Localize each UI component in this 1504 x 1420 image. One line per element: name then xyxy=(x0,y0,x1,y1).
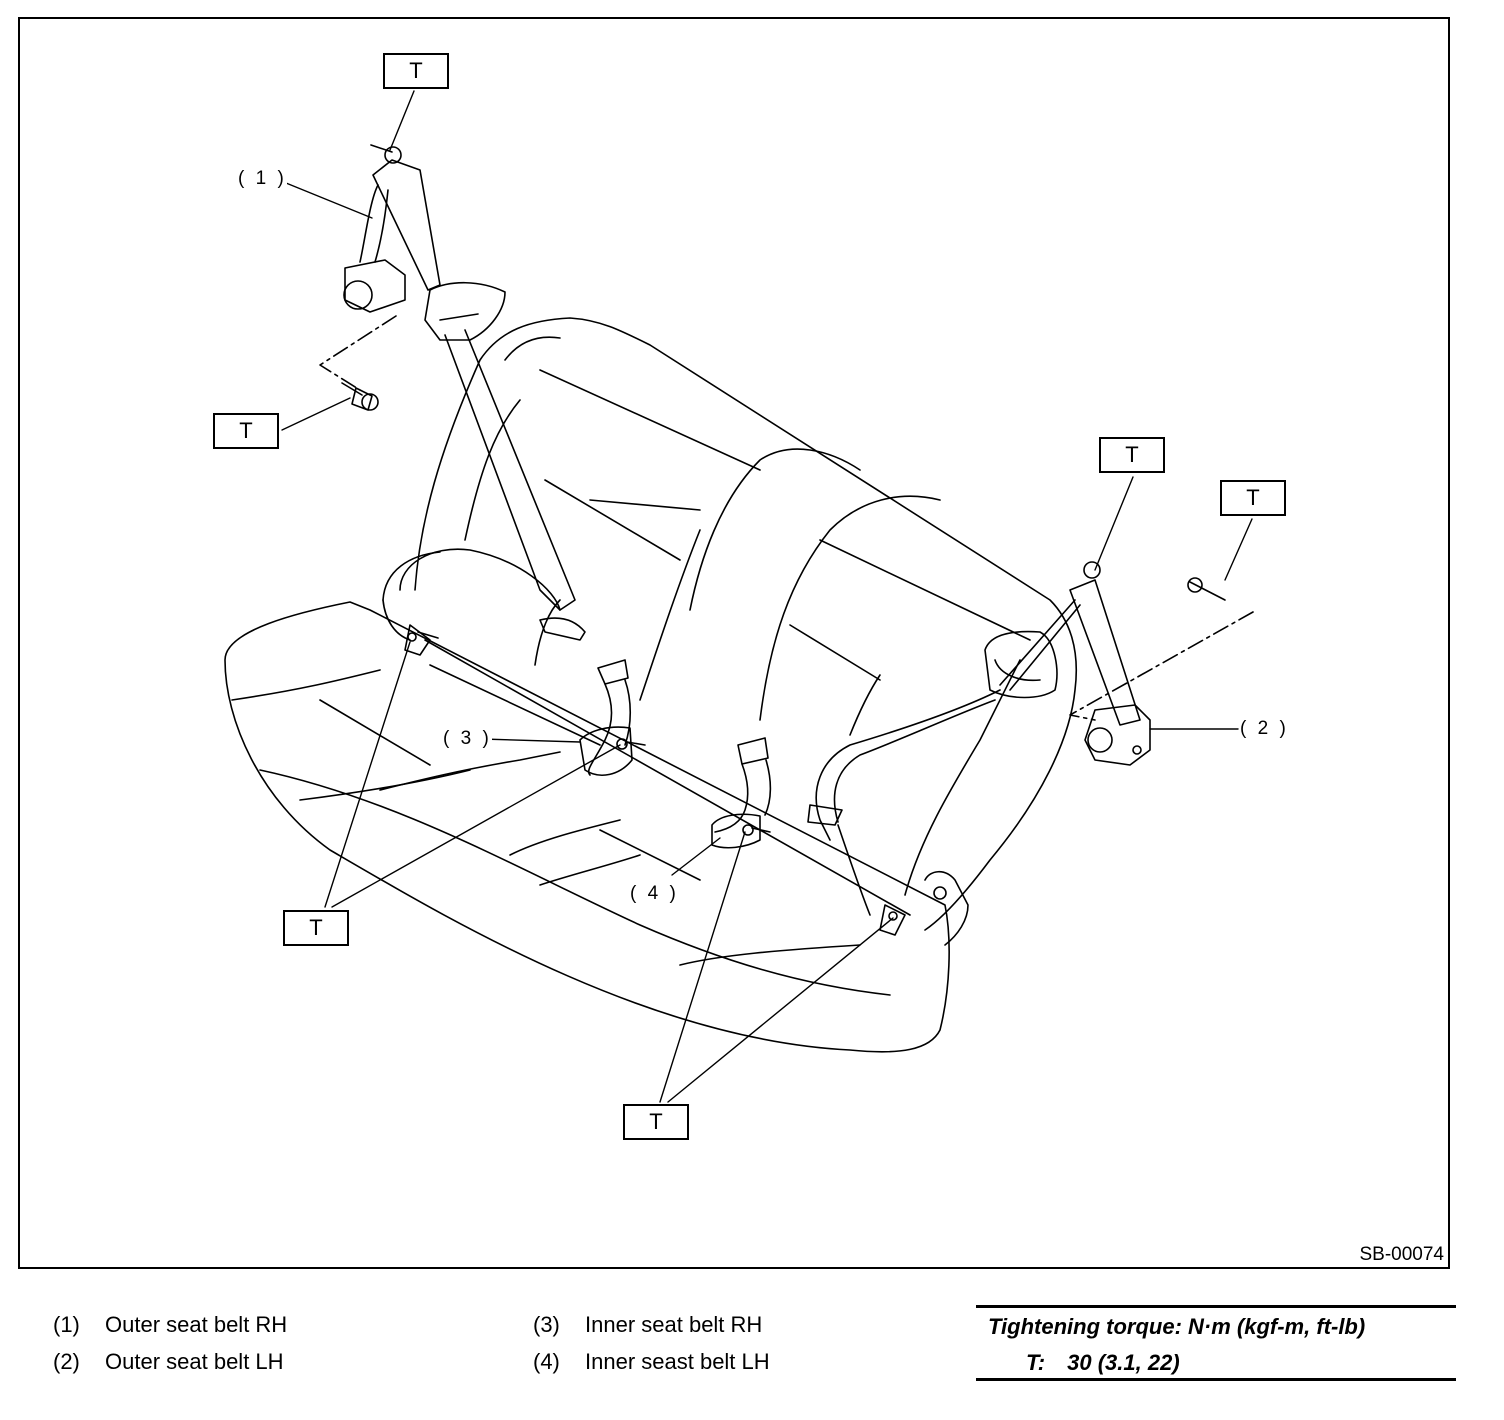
torque-symbol: T: xyxy=(1026,1350,1046,1375)
outer-seat-belt-lh xyxy=(807,561,1151,946)
inner-seat-belt-rh xyxy=(579,659,646,776)
legend-item: (3) Inner seat belt RH xyxy=(533,1312,762,1338)
part-callout-4: ( 4 ) xyxy=(630,883,679,905)
legend-item: (1) Outer seat belt RH xyxy=(53,1312,287,1338)
torque-callout: T xyxy=(623,1104,689,1140)
inner-seat-belt-lh xyxy=(711,737,772,849)
legend-text: Outer seat belt RH xyxy=(105,1312,288,1337)
torque-callout: T xyxy=(213,413,279,449)
legend-num: (1) xyxy=(53,1312,80,1337)
torque-callout: T xyxy=(283,910,349,946)
legend-num: (4) xyxy=(533,1349,560,1374)
legend-text: Outer seat belt LH xyxy=(105,1349,284,1374)
legend-num: (3) xyxy=(533,1312,560,1337)
legend-item: (4) Inner seast belt LH xyxy=(533,1349,770,1375)
legend-item: (2) Outer seat belt LH xyxy=(53,1349,284,1375)
part-callout-3: ( 3 ) xyxy=(443,728,492,750)
bolt-icon xyxy=(1187,577,1226,601)
figure-id: SB-00074 xyxy=(1359,1244,1444,1265)
torque-heading: Tightening torque: N·m (kgf-m, ft-lb) xyxy=(988,1314,1366,1339)
torque-spec: Tightening torque: N·m (kgf-m, ft-lb) T:… xyxy=(976,1305,1456,1381)
diagram-frame xyxy=(18,17,1450,1269)
part-callout-1: ( 1 ) xyxy=(238,168,287,190)
torque-value: 30 (3.1, 22) xyxy=(1067,1350,1180,1375)
torque-callout: T xyxy=(383,53,449,89)
legend-num: (2) xyxy=(53,1349,80,1374)
bolt-icon xyxy=(341,382,379,411)
legend-text: Inner seat belt RH xyxy=(585,1312,763,1337)
torque-value-row: T: 30 (3.1, 22) xyxy=(1026,1350,1180,1376)
seat-cushion xyxy=(224,601,950,1053)
leader-lines xyxy=(281,90,1253,1103)
installation-line xyxy=(319,315,1254,721)
torque-callout: T xyxy=(1220,480,1286,516)
seat-back xyxy=(414,317,1078,931)
part-callout-2: ( 2 ) xyxy=(1240,718,1289,740)
anchor-rod xyxy=(424,639,911,916)
legend-text: Inner seast belt LH xyxy=(585,1349,770,1374)
torque-callout: T xyxy=(1099,437,1165,473)
outer-seat-belt-rh xyxy=(343,144,586,656)
